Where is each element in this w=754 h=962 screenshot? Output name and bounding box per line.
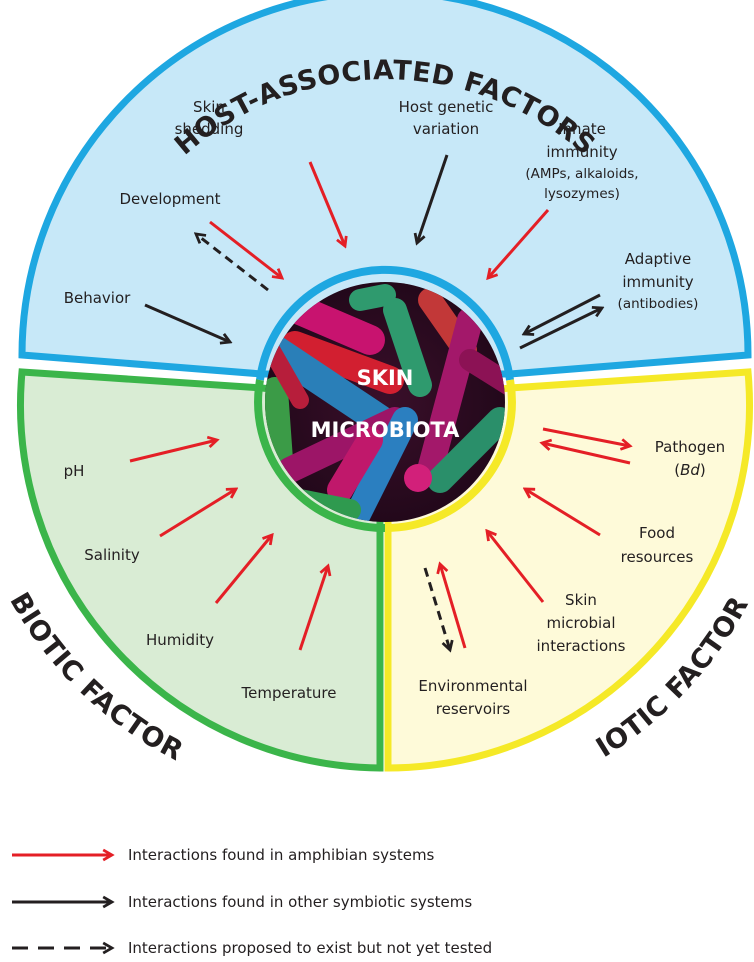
- humidity-label: Humidity: [146, 631, 214, 649]
- legend-item-amphibian: Interactions found in amphibian systems: [12, 846, 435, 864]
- salinity-red-arrow: [159, 489, 236, 538]
- pathogen-line2: (Bd): [674, 461, 706, 479]
- pathogen-inward-arrow: [542, 443, 631, 465]
- pathogen-paren-close: ): [700, 461, 706, 479]
- factor-behavior: Behavior: [64, 289, 230, 342]
- innate-line3: (AMPs, alkaloids,: [525, 166, 638, 182]
- factor-development: Development: [120, 190, 282, 292]
- host-sector: [18, 0, 752, 378]
- host-genetic-black-arrow: [417, 154, 449, 243]
- host-genetic-line1: Host genetic: [399, 98, 494, 116]
- bacteria-micrograph: [265, 282, 505, 522]
- factor-skin-shedding: Skin shedding: [175, 98, 345, 246]
- skin-microbial-line1: Skin: [565, 591, 597, 609]
- behavior-black-arrow: [144, 303, 230, 342]
- adaptive-line2: immunity: [622, 273, 693, 291]
- legend-item-other-symbiotic: Interactions found in other symbiotic sy…: [12, 893, 472, 911]
- factor-pathogen: Pathogen (Bd): [542, 427, 725, 479]
- food-line1: Food: [639, 524, 675, 542]
- adaptive-inward-arrow: [524, 293, 601, 334]
- pathogen-outward-arrow: [542, 427, 630, 446]
- legend: Interactions found in amphibian systems …: [12, 846, 492, 957]
- pathogen-bd: Bd: [680, 461, 700, 479]
- legend-label-amphibian: Interactions found in amphibian systems: [128, 846, 435, 864]
- factor-host-genetic-variation: Host genetic variation: [399, 98, 494, 243]
- adaptive-outward-arrow: [519, 308, 602, 350]
- factor-temperature: Temperature: [240, 566, 337, 702]
- environmental-line1: Environmental: [418, 677, 527, 695]
- skin-shedding-line1: Skin: [193, 98, 225, 116]
- temperature-red-arrow: [298, 566, 328, 651]
- innate-line4: lysozymes): [544, 186, 620, 202]
- factor-salinity: Salinity: [84, 489, 236, 564]
- innate-red-arrow: [488, 209, 550, 278]
- pathogen-paren-open: (: [674, 461, 680, 479]
- pathogen-line1-text: Pathogen: [655, 438, 725, 456]
- center-rim-host: [256, 265, 514, 381]
- factor-adaptive-immunity: Adaptive immunity (antibodies): [519, 250, 699, 350]
- ph-red-arrow: [129, 440, 217, 463]
- factor-ph: pH: [64, 440, 217, 480]
- factor-environmental-reservoirs: Environmental reservoirs: [418, 564, 528, 718]
- skin-microbial-line3: interactions: [537, 637, 626, 655]
- food-line2: resources: [621, 548, 694, 566]
- skin-shedding-line2: shedding: [175, 120, 244, 138]
- legend-item-proposed: Interactions proposed to exist but not y…: [12, 939, 492, 957]
- innate-line1: Innate: [558, 120, 606, 138]
- humidity-red-arrow: [214, 535, 272, 604]
- legend-label-proposed: Interactions proposed to exist but not y…: [128, 939, 492, 957]
- environmental-line2: reservoirs: [436, 700, 511, 718]
- environmental-red-arrow: [440, 564, 467, 649]
- host-genetic-line2: variation: [413, 120, 479, 138]
- center-title-skin: SKIN: [357, 366, 414, 390]
- center-rim-biotic: [384, 379, 516, 533]
- adaptive-line3: (antibodies): [618, 296, 699, 312]
- development-dashed-arrow: [196, 234, 269, 292]
- salinity-label: Salinity: [84, 546, 140, 564]
- behavior-label: Behavior: [64, 289, 131, 307]
- factor-food-resources: Food resources: [525, 489, 694, 566]
- skin-microbial-red-arrow: [487, 531, 545, 603]
- development-label: Development: [120, 190, 221, 208]
- center-rim-abiotic: [254, 379, 386, 533]
- ph-label: pH: [64, 462, 85, 480]
- factor-innate-immunity: Innate immunity (AMPs, alkaloids, lysozy…: [488, 120, 639, 278]
- center-title-microbiota: MICROBIOTA: [311, 418, 461, 442]
- temperature-label: Temperature: [240, 684, 336, 702]
- development-red-arrow: [209, 220, 282, 278]
- skin-microbial-line2: microbial: [546, 614, 615, 632]
- pathogen-line1: Pathogen: [655, 438, 725, 456]
- legend-label-other-symbiotic: Interactions found in other symbiotic sy…: [128, 893, 472, 911]
- innate-line2: immunity: [546, 143, 617, 161]
- food-red-arrow: [525, 489, 601, 537]
- factor-humidity: Humidity: [146, 535, 272, 649]
- adaptive-line1: Adaptive: [625, 250, 691, 268]
- skin-shedding-red-arrow: [308, 161, 345, 246]
- factor-skin-microbial-interactions: Skin microbial interactions: [487, 531, 626, 655]
